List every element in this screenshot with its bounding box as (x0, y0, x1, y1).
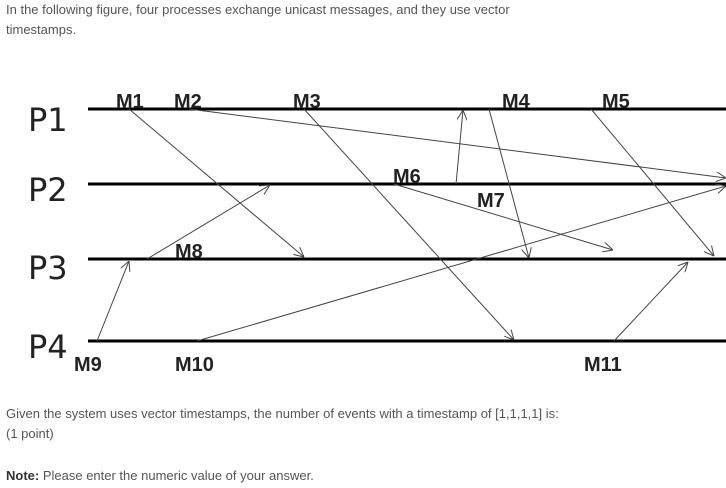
m11-label: M11 (584, 354, 622, 376)
m4-arrow (488, 108, 529, 258)
intro-text: In the following figure, four processes … (6, 0, 606, 40)
question-points: (1 point) (6, 426, 54, 441)
p4-label: P4 (28, 328, 68, 366)
m6-arrow (455, 110, 463, 185)
m7-label: M7 (477, 190, 505, 212)
intro-line-1: In the following figure, four processes … (6, 2, 510, 17)
p2-label: P2 (28, 171, 68, 209)
question-line-1: Given the system uses vector timestamps,… (6, 406, 559, 421)
m5-label: M5 (602, 91, 630, 113)
m11-arrow (613, 262, 688, 342)
m1-arrow (128, 108, 304, 257)
m4-label: M4 (502, 91, 531, 113)
m9-arrow (96, 261, 129, 342)
m5-arrow (590, 108, 714, 256)
m2-arrow (188, 108, 726, 178)
m10-arrow (196, 186, 726, 342)
p3-label: P3 (28, 249, 68, 287)
note-text: Note: Please enter the numeric value of … (6, 466, 706, 486)
message-diagram: P1 P2 P3 P4 M1 M2 M3 M4 M5 M6 M7 M8 M9 M… (28, 91, 726, 376)
m7-arrow (393, 183, 613, 250)
m6-label: M6 (393, 166, 421, 188)
m8-arrow (146, 185, 270, 260)
m2-label: M2 (174, 91, 202, 113)
m3-label: M3 (293, 91, 321, 113)
note-label: Note: (6, 468, 40, 483)
m10-label: M10 (175, 354, 214, 376)
question-text: Given the system uses vector timestamps,… (6, 404, 706, 444)
m3-arrow (303, 108, 514, 340)
p1-label: P1 (28, 101, 68, 139)
m1-label: M1 (116, 91, 144, 113)
intro-line-2: timestamps. (6, 22, 77, 37)
m9-label: M9 (74, 354, 102, 376)
m8-label: M8 (175, 241, 203, 263)
note-body: Please enter the numeric value of your a… (39, 468, 314, 483)
